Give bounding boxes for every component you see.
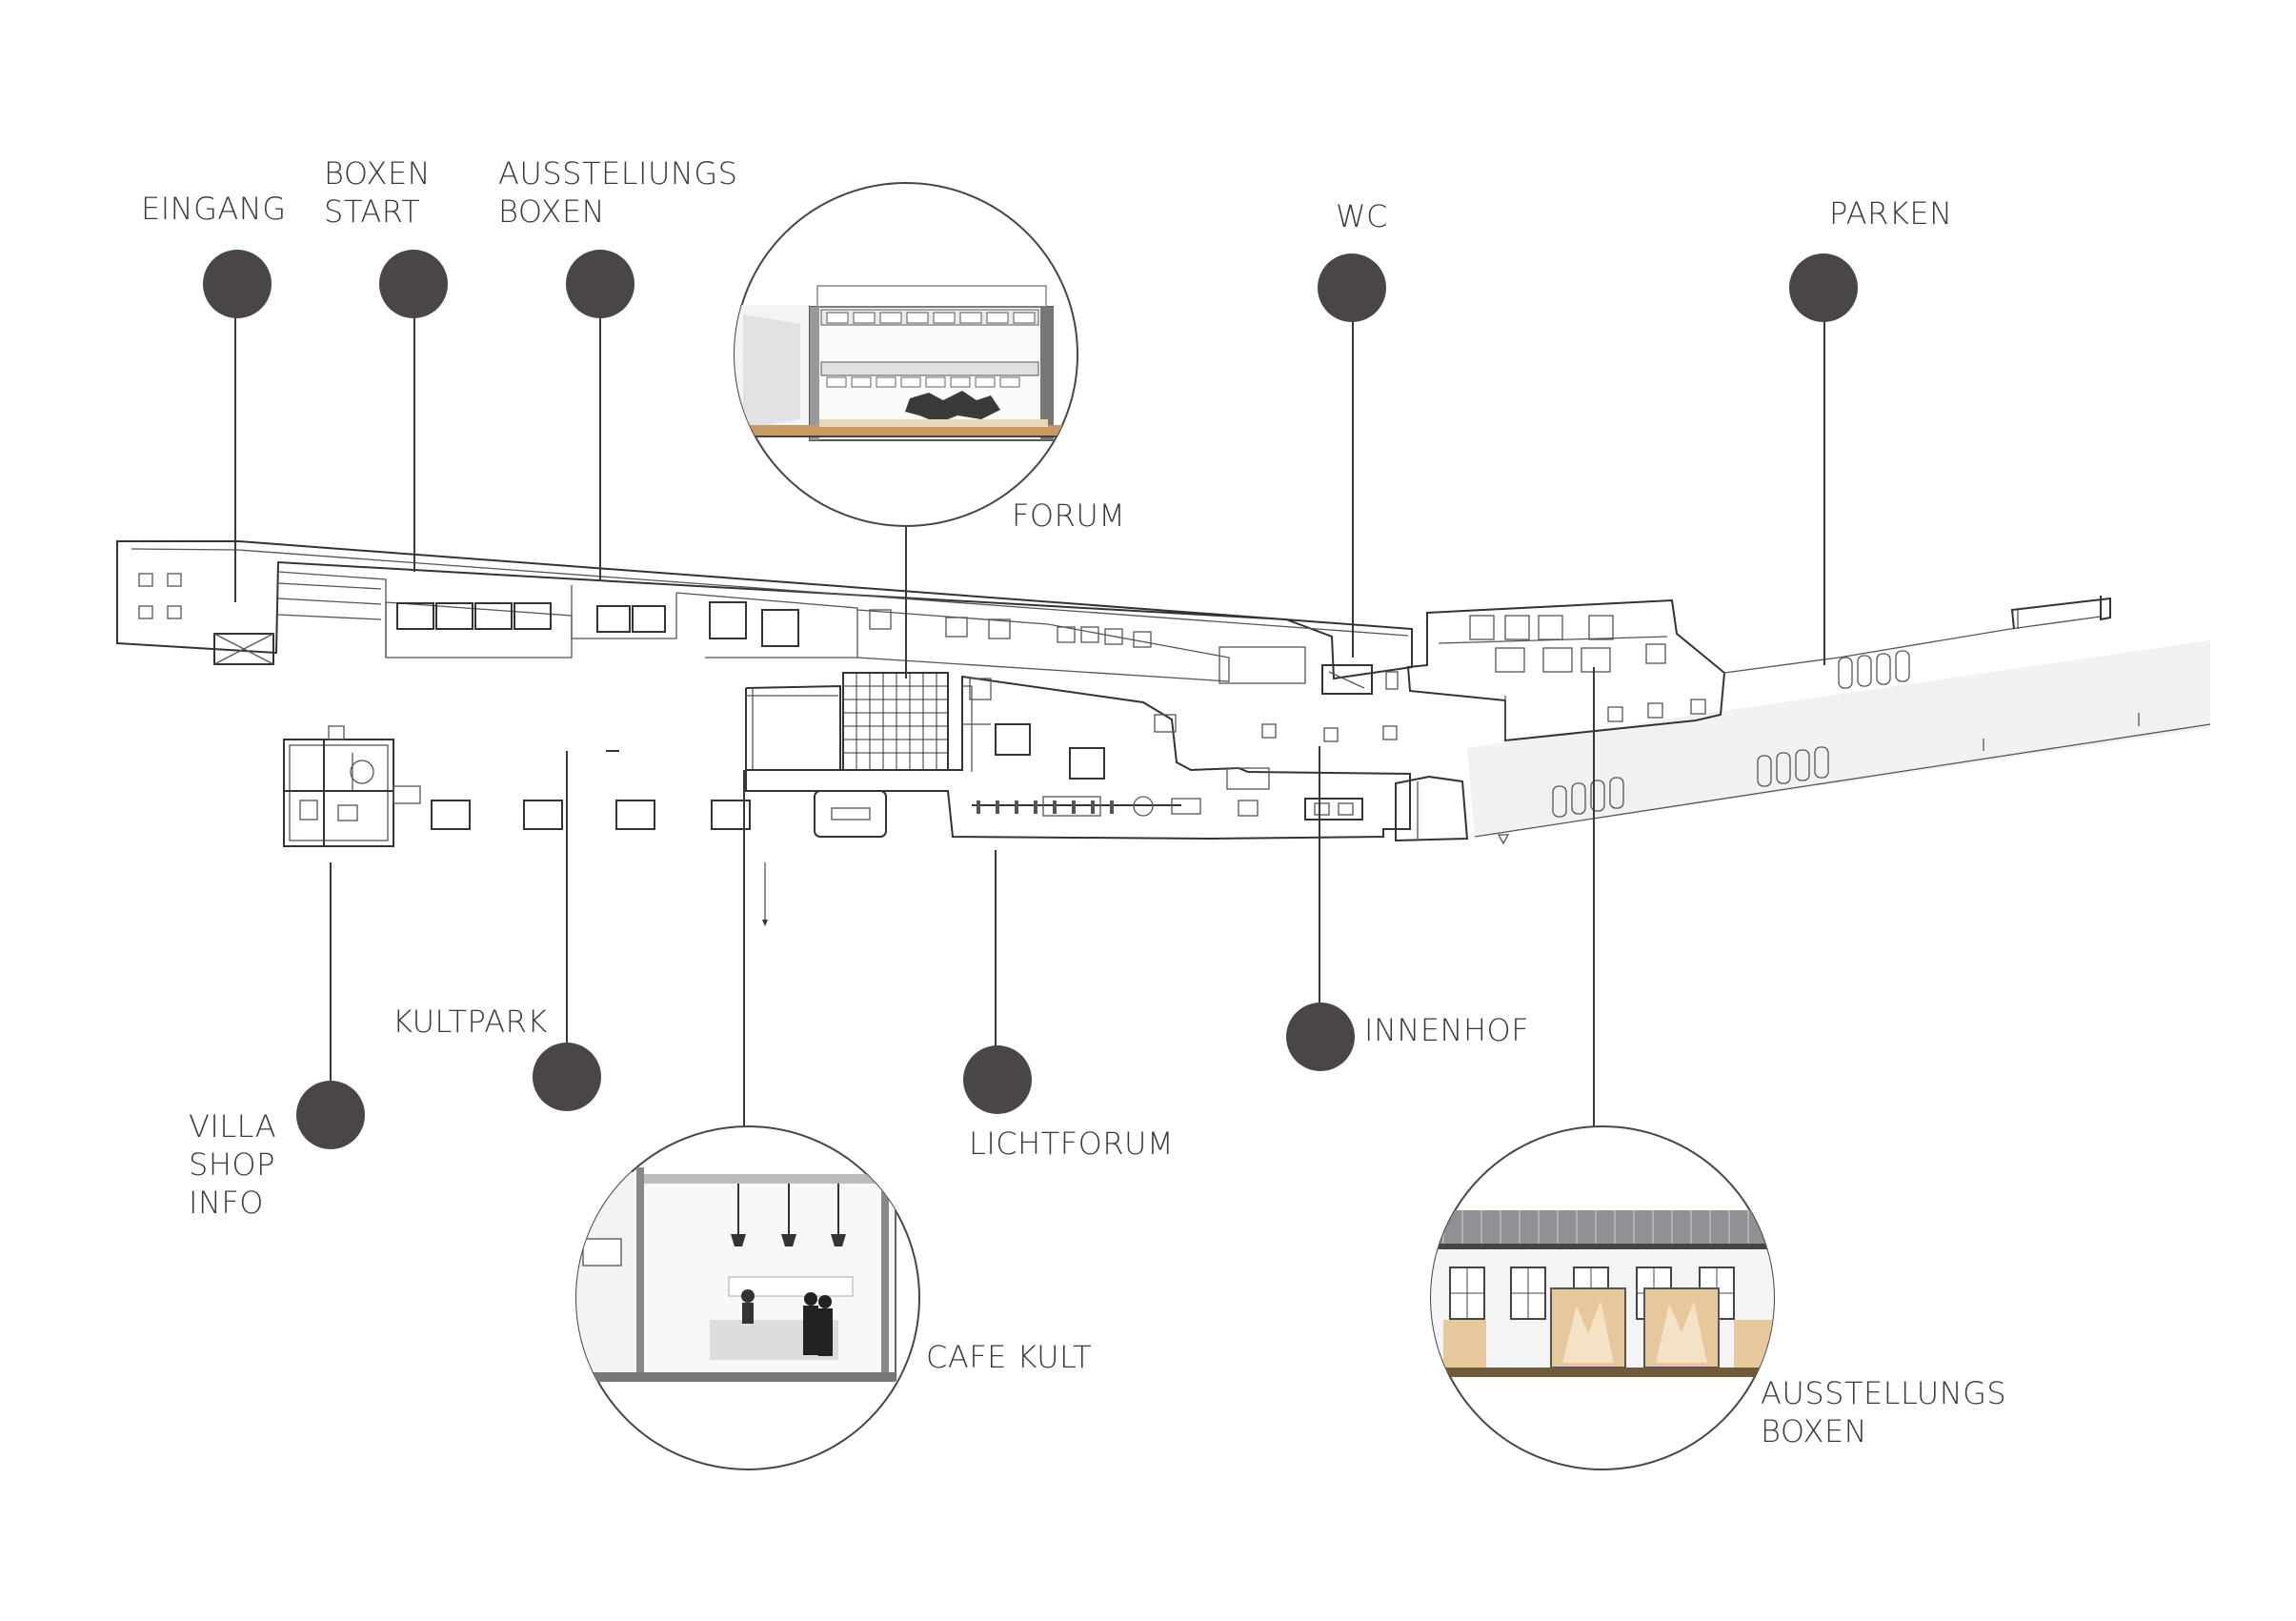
label-parken: PARKEN [1829, 195, 1953, 232]
marker-boxen-start [379, 250, 448, 318]
car-icon [1776, 752, 1791, 784]
exhibition-box [1104, 628, 1123, 645]
kultpark-plan [431, 750, 1510, 926]
leader-lines [234, 284, 1825, 1126]
parking-area [1467, 640, 2210, 837]
marker-ausstellungs-boxen [566, 250, 634, 318]
car-icon [1895, 650, 1910, 682]
east-building-plan [1406, 596, 2111, 742]
forum-section-view [734, 182, 1078, 527]
forum-seating-grid [842, 672, 949, 771]
exhibition-box [632, 605, 666, 633]
label-eingang: EINGANG [141, 191, 287, 227]
cafe-kult-section-view [575, 1125, 920, 1470]
label-villa-shop-info: VILLA SHOP INFO [189, 1108, 287, 1221]
parked-cars [1552, 650, 1910, 818]
labels: EINGANG BOXEN START AUSSTELIUNGS BOXEN W… [141, 155, 2017, 1449]
north-building-plan [116, 540, 1413, 695]
marker-villa [296, 1081, 365, 1149]
marker-eingang [203, 250, 272, 318]
car-icon [1838, 657, 1853, 689]
exhibition-box [1133, 631, 1152, 648]
parking-edge-bottom [1474, 723, 2211, 838]
car-icon [1571, 782, 1586, 815]
label-ausstellungs-boxen-top: AUSSTELIUNGS BOXEN [498, 155, 748, 230]
exhibition-box [474, 602, 513, 630]
label-innenhof: INNENHOF [1364, 1012, 1529, 1048]
exhibition-box [709, 601, 747, 639]
exhibition-box [514, 602, 552, 630]
label-lichtforum: LICHTFORUM [969, 1125, 1174, 1162]
ausstellungs-boxen-section-view [1430, 1125, 1775, 1470]
car-icon [1876, 653, 1891, 685]
car-icon [1757, 755, 1772, 787]
car-icon [1609, 777, 1624, 809]
central-building-plan [745, 672, 1469, 842]
label-ausstellungs-boxen-bottom: AUSSTELLUNGS BOXEN [1761, 1375, 2017, 1449]
exhibition-box [761, 609, 799, 647]
car-icon [1814, 746, 1829, 779]
marker-lichtforum [963, 1045, 1032, 1114]
marker-wc [1318, 253, 1386, 322]
label-boxen-start: BOXEN START [324, 155, 441, 230]
exhibition-box [596, 605, 631, 633]
exhibition-box [945, 617, 968, 638]
car-icon [1552, 785, 1567, 818]
exhibition-box [988, 618, 1011, 639]
car-icon [1590, 780, 1605, 812]
car-icon [1857, 655, 1872, 687]
exhibition-box [1080, 626, 1099, 643]
marker-parken [1789, 253, 1858, 322]
label-forum: FORUM [1012, 497, 1125, 534]
car-icon [1795, 749, 1810, 781]
marker-kultpark [533, 1043, 601, 1111]
label-wc: WC [1336, 198, 1388, 234]
exhibition-box [435, 602, 473, 630]
exhibition-box [396, 602, 434, 630]
villa-plan [283, 725, 421, 847]
exhibition-box [1057, 626, 1076, 643]
exhibition-box [869, 609, 892, 630]
wc-block [1321, 664, 1373, 695]
location-markers [203, 250, 1858, 1149]
label-kultpark: KULTPARK [393, 1003, 548, 1040]
marker-innenhof [1286, 1003, 1355, 1071]
label-cafe-kult: CAFE KULT [926, 1339, 1092, 1375]
exhibition-box [1218, 646, 1306, 684]
